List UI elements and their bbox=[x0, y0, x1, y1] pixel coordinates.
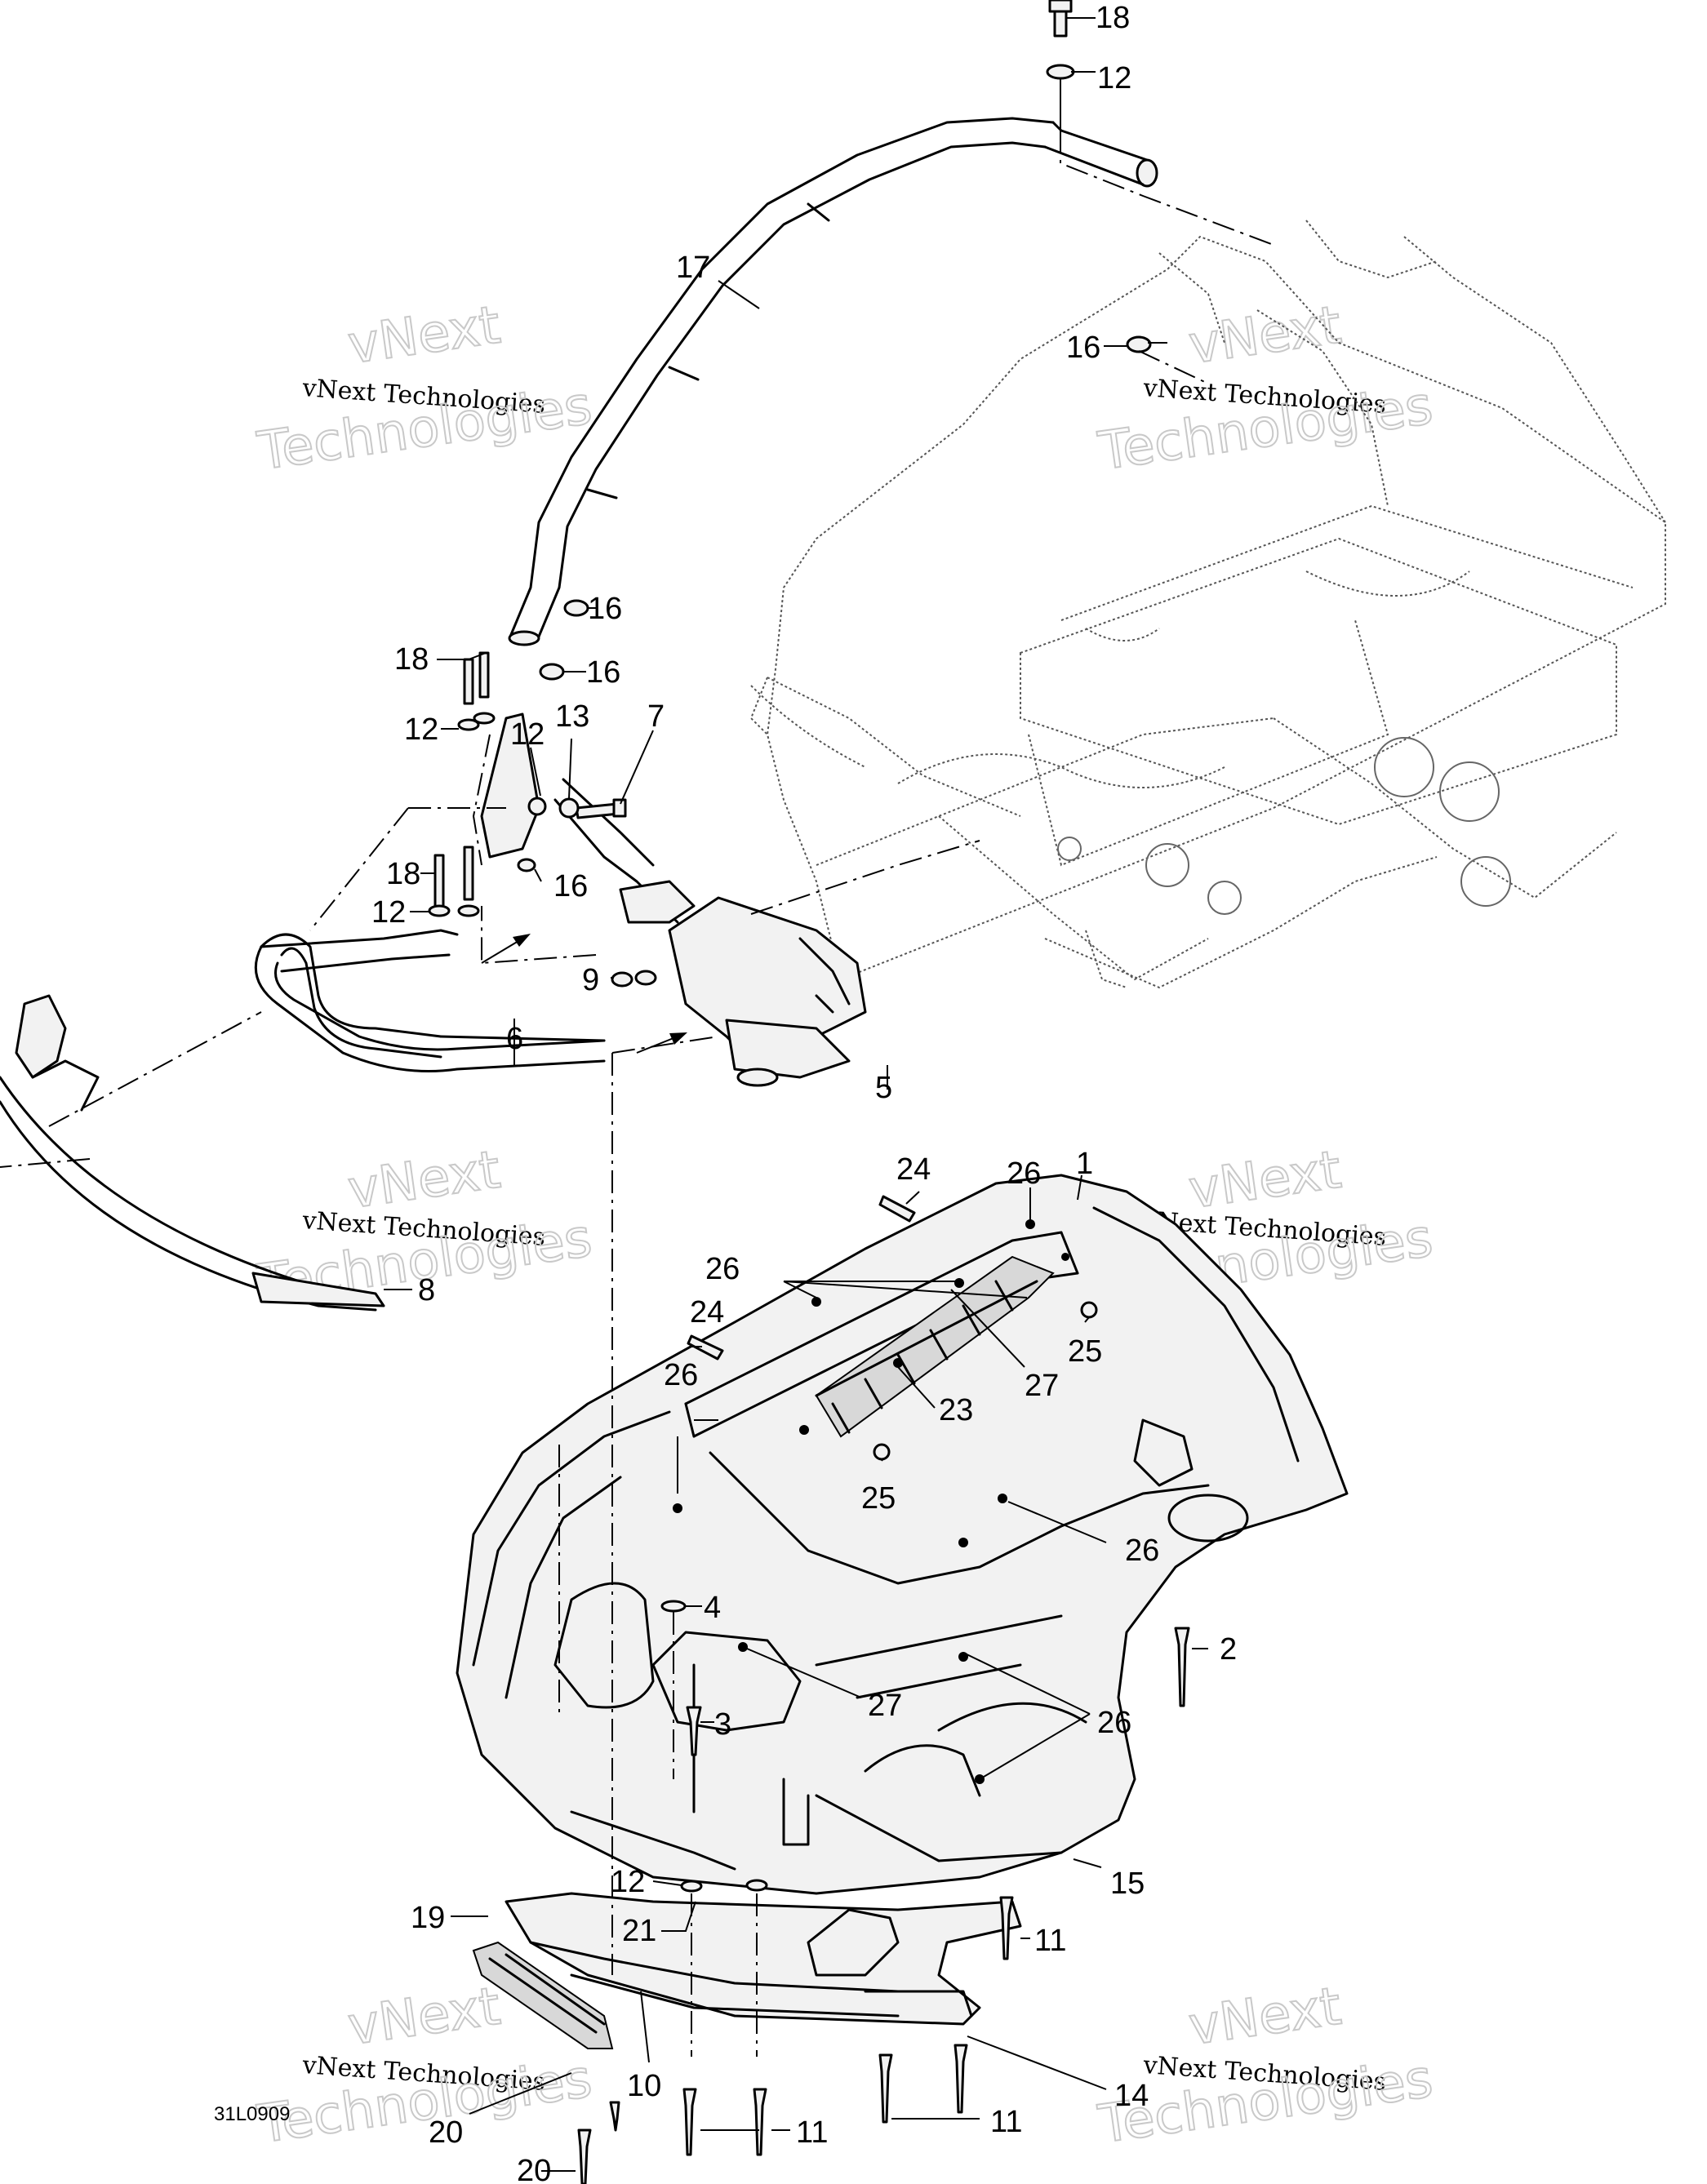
callout-7: 7 bbox=[647, 699, 665, 734]
callout-16-b: 16 bbox=[586, 655, 620, 690]
watermark-bottom-right: vNext vNext Technologies Technologies bbox=[1094, 1976, 1437, 2156]
callout-17: 17 bbox=[676, 251, 710, 285]
handlebar-tube bbox=[508, 117, 1158, 646]
drawing-code: 31L0909 bbox=[214, 2103, 290, 2125]
callout-26-d: 26 bbox=[1125, 1534, 1159, 1568]
leader-lines bbox=[384, 17, 1208, 2172]
callout-25-b: 25 bbox=[861, 1481, 896, 1516]
grille bbox=[815, 1255, 1055, 1438]
svg-text:vNext: vNext bbox=[1185, 1140, 1345, 1221]
watermark-mid-left: vNext vNext Technologies Technologies bbox=[253, 1139, 596, 1316]
steering-bracket bbox=[480, 712, 867, 1087]
callout-11-a: 11 bbox=[1034, 1924, 1066, 1958]
watermark-top-left: vNext vNext Technologies Technologies bbox=[253, 295, 596, 483]
front-skid bbox=[0, 994, 385, 1312]
callout-18-low: 18 bbox=[386, 857, 420, 891]
callout-1: 1 bbox=[1076, 1147, 1093, 1181]
callout-20-a: 20 bbox=[429, 2115, 463, 2150]
callout-25-a: 25 bbox=[1068, 1334, 1102, 1369]
callout-21: 21 bbox=[622, 1914, 656, 1948]
callout-12-c: 12 bbox=[371, 895, 406, 930]
callout-11-b: 11 bbox=[796, 2115, 828, 2150]
callout-11-c: 11 bbox=[990, 2105, 1022, 2139]
chassis-frame bbox=[749, 220, 1666, 989]
callout-13: 13 bbox=[555, 699, 589, 734]
callout-26-c: 26 bbox=[664, 1358, 698, 1392]
callout-5: 5 bbox=[875, 1071, 892, 1105]
callout-12-d: 12 bbox=[611, 1865, 645, 1899]
callout-15: 15 bbox=[1110, 1867, 1145, 1901]
bellypan bbox=[456, 1174, 1349, 1895]
callout-26-a: 26 bbox=[1007, 1156, 1041, 1191]
fasteners bbox=[428, 0, 1190, 2184]
callout-12-top: 12 bbox=[1097, 61, 1131, 95]
callout-8: 8 bbox=[418, 1273, 435, 1307]
callout-16-right: 16 bbox=[1066, 331, 1100, 365]
callout-27-a: 27 bbox=[1025, 1369, 1059, 1403]
callout-16-a: 16 bbox=[588, 592, 622, 626]
callout-18-top: 18 bbox=[1096, 1, 1130, 35]
callout-27-b: 27 bbox=[868, 1689, 902, 1723]
callout-6: 6 bbox=[506, 1022, 523, 1056]
callout-24-b: 24 bbox=[690, 1295, 724, 1329]
side-grille bbox=[472, 1941, 614, 2049]
callout-26-b: 26 bbox=[705, 1252, 740, 1286]
svg-text:vNext: vNext bbox=[345, 1140, 504, 1221]
watermark-top-right: vNext vNext Technologies Technologies bbox=[1094, 295, 1437, 483]
callout-10: 10 bbox=[627, 2069, 661, 2103]
callout-3: 3 bbox=[714, 1707, 731, 1742]
front-bumper bbox=[254, 929, 606, 1072]
callout-dots bbox=[673, 1219, 1069, 1784]
callout-26-e: 26 bbox=[1097, 1706, 1131, 1740]
callout-labels: 18 12 17 16 16 16 18 12 12 13 7 18 16 12… bbox=[371, 1, 1237, 2184]
skid-plate bbox=[505, 1892, 1022, 2026]
callout-12-b: 12 bbox=[510, 717, 545, 752]
svg-text:vNext: vNext bbox=[345, 295, 504, 376]
svg-text:vNext: vNext bbox=[1185, 1977, 1345, 2057]
assembly-lines bbox=[0, 131, 1274, 2057]
svg-text:vNext: vNext bbox=[1185, 295, 1345, 376]
callout-2: 2 bbox=[1220, 1632, 1237, 1667]
svg-text:vNext: vNext bbox=[345, 1977, 504, 2057]
callout-16-c: 16 bbox=[553, 869, 588, 903]
direction-arrows bbox=[481, 934, 687, 1054]
callout-23: 23 bbox=[939, 1393, 973, 1427]
callout-18-mid: 18 bbox=[394, 642, 429, 677]
callout-12-a: 12 bbox=[404, 712, 438, 747]
callout-14: 14 bbox=[1114, 2079, 1149, 2113]
callout-20-b: 20 bbox=[517, 2154, 551, 2184]
callout-9: 9 bbox=[582, 963, 599, 997]
callout-4: 4 bbox=[704, 1591, 721, 1625]
callout-24-a: 24 bbox=[896, 1152, 931, 1187]
callout-19: 19 bbox=[411, 1901, 445, 1935]
